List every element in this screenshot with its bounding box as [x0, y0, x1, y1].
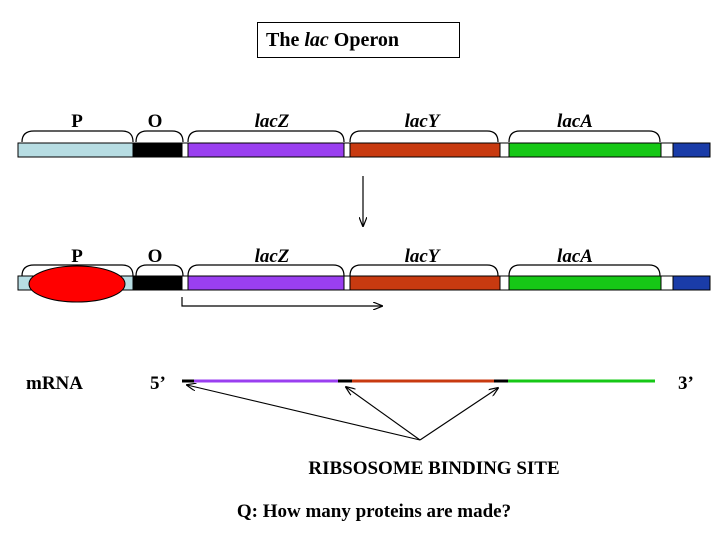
bracket-lacA-2 — [508, 264, 661, 277]
bracket-promoter — [21, 130, 134, 143]
lacZ-segment-2 — [187, 275, 345, 291]
mrna-label: mRNA — [26, 373, 83, 394]
bracket-lacY — [349, 130, 499, 143]
transcription-arrow — [181, 297, 382, 306]
label-lacZ-2: lacZ — [255, 246, 290, 267]
title-box: The lac Operon — [257, 22, 460, 58]
rbs-label: RIBSOSOME BINDING SITE — [308, 458, 559, 479]
lacA-segment — [508, 142, 662, 158]
title-suffix: Operon — [333, 29, 399, 51]
bracket-operator — [135, 130, 184, 143]
label-operator-2: O — [148, 246, 163, 267]
operon-row-bottom: P O lacZ lacY lacA — [17, 246, 711, 306]
label-operator: O — [148, 111, 163, 132]
label-lacA-2: lacA — [557, 246, 593, 267]
bracket-lacZ — [187, 130, 345, 143]
question-text: Q: How many proteins are made? — [237, 501, 511, 522]
label-lacA: lacA — [557, 111, 593, 132]
bracket-lacZ-2 — [187, 264, 345, 277]
mrna-row: mRNA 5’ 3’ RIBSOSOME BINDING SITE Q: How… — [26, 373, 694, 522]
operator-segment-2 — [132, 275, 183, 291]
bracket-promoter-2 — [21, 264, 134, 277]
bracket-operator-2 — [135, 264, 184, 277]
terminal-segment-2 — [672, 275, 711, 291]
lacA-segment-2 — [508, 275, 662, 291]
label-lacY: lacY — [405, 111, 442, 132]
title-prefix: The — [266, 29, 300, 51]
operator-segment — [132, 142, 183, 158]
rbs-pointer-2 — [346, 387, 421, 441]
five-prime-label: 5’ — [150, 373, 166, 394]
rbs-pointer-3 — [419, 388, 498, 441]
label-promoter-2: P — [71, 246, 83, 267]
lacZ-segment — [187, 142, 345, 158]
three-prime-label: 3’ — [678, 373, 694, 394]
rbs-pointer-1 — [187, 385, 421, 441]
operon-row-top: P O lacZ lacY lacA — [17, 111, 711, 158]
label-lacZ: lacZ — [255, 111, 290, 132]
lacY-segment — [349, 142, 501, 158]
bracket-lacA — [508, 130, 661, 143]
terminal-segment — [672, 142, 711, 158]
rna-polymerase-blob — [28, 265, 126, 303]
lacY-segment-2 — [349, 275, 501, 291]
title-italic: lac — [304, 29, 329, 51]
label-lacY-2: lacY — [405, 246, 442, 267]
promoter-segment — [17, 142, 134, 158]
label-promoter: P — [71, 111, 83, 132]
bracket-lacY-2 — [349, 264, 499, 277]
